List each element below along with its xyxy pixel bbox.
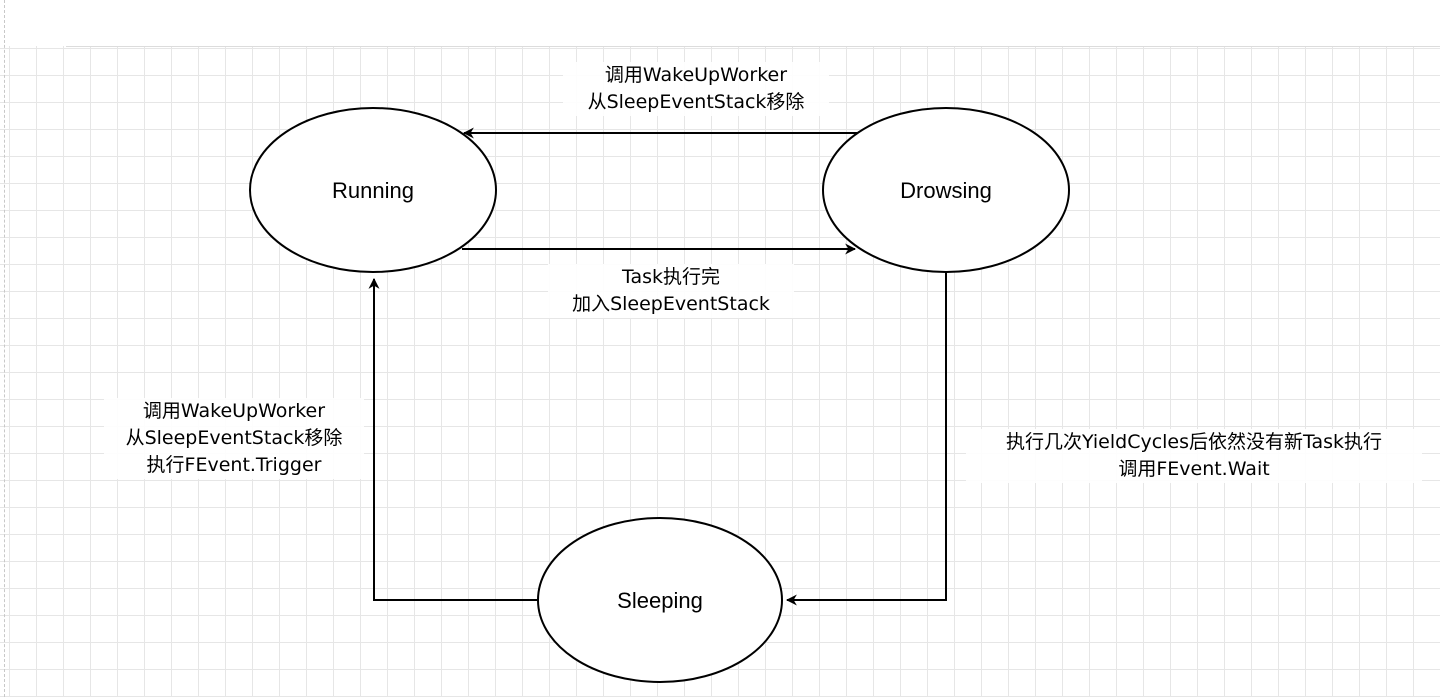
state-running-label: Running (332, 178, 414, 203)
edge-label-line: 调用FEvent.Wait (1118, 458, 1270, 480)
edge-label-line: 加入SleepEventStack (572, 293, 770, 315)
edge-label-line: 调用WakeUpWorker (142, 400, 326, 422)
edge-label-line: Task执行完 (621, 266, 720, 288)
edge-label-line: 调用WakeUpWorker (604, 64, 788, 86)
state-sleeping[interactable]: Sleeping (537, 517, 783, 683)
edge-label-drowsing-to-running: 调用WakeUpWorker 从SleepEventStack移除 (563, 62, 829, 116)
edge-label-sleeping-to-running: 调用WakeUpWorker 从SleepEventStack移除 执行FEve… (104, 398, 364, 479)
edge-label-line: 执行几次YieldCycles后依然没有新Task执行 (1005, 431, 1383, 453)
edge-label-drowsing-to-sleeping: 执行几次YieldCycles后依然没有新Task执行 调用FEvent.Wai… (966, 429, 1422, 483)
state-sleeping-label: Sleeping (617, 588, 703, 613)
canvas-left-edge (4, 0, 5, 697)
edge-label-line: 从SleepEventStack移除 (125, 427, 343, 449)
edge-label-line: 从SleepEventStack移除 (587, 91, 805, 113)
state-drowsing-label: Drowsing (900, 178, 992, 203)
edge-drowsing-to-sleeping[interactable] (785, 272, 947, 606)
state-running[interactable]: Running (249, 107, 497, 273)
canvas-top-rule (66, 46, 1440, 47)
canvas-top-margin (0, 0, 1440, 46)
edge-label-line: 执行FEvent.Trigger (146, 454, 322, 476)
edge-sleeping-to-running[interactable] (368, 277, 537, 601)
edge-label-running-to-drowsing: Task执行完 加入SleepEventStack (548, 264, 794, 318)
state-drowsing[interactable]: Drowsing (822, 107, 1070, 273)
